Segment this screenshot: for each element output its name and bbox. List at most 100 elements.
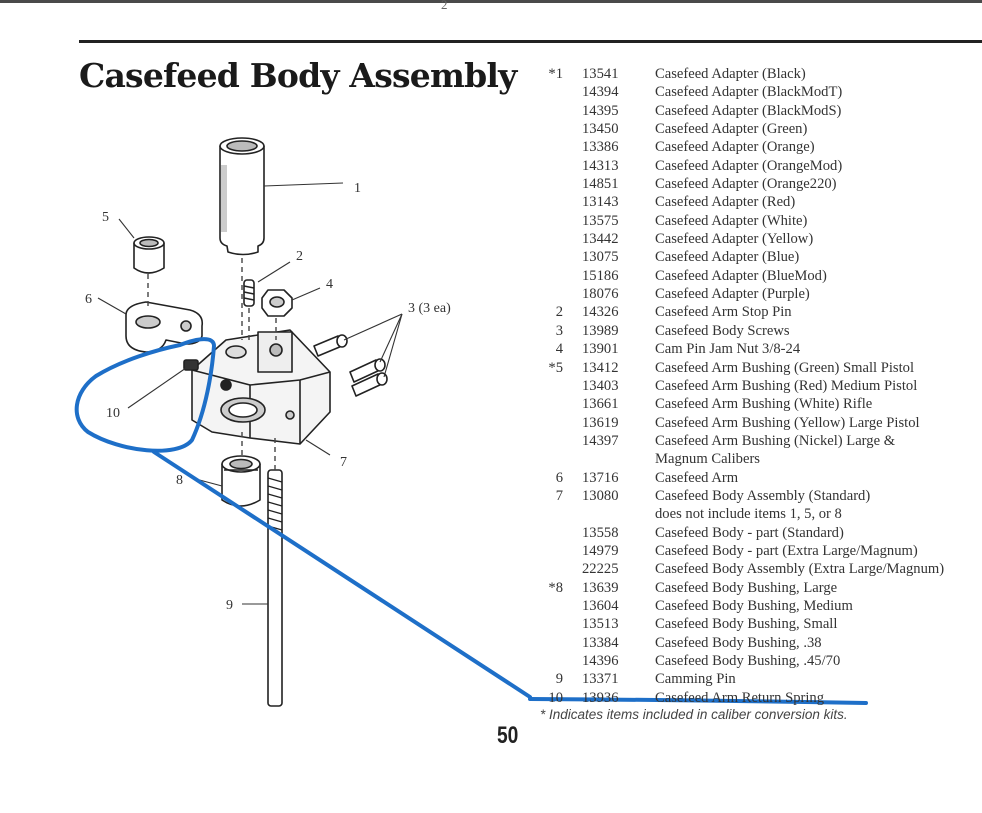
part-number: 13558 bbox=[582, 524, 619, 541]
part-description: Casefeed Arm Bushing (Nickel) Large & bbox=[655, 432, 896, 449]
part-number: 15186 bbox=[582, 267, 619, 284]
part-number: 13716 bbox=[582, 469, 619, 486]
part-number: 13075 bbox=[582, 249, 619, 266]
part-description: Casefeed Adapter (BlueMod) bbox=[655, 267, 827, 284]
casefeed-body-part bbox=[191, 329, 331, 445]
parts-list-row: 10 13936 Casefeed Arm Return Spring bbox=[530, 689, 982, 707]
part-number: 13143 bbox=[582, 194, 619, 211]
parts-list-row: 6 13716 Casefeed Arm bbox=[530, 469, 982, 487]
part-description: Casefeed Arm Bushing (Red) Medium Pistol bbox=[655, 377, 918, 394]
part-description: Casefeed Body - part (Standard) bbox=[655, 524, 844, 541]
item-number: 7 bbox=[555, 487, 563, 504]
callout-5: 5 bbox=[102, 210, 109, 225]
item-number: 6 bbox=[555, 469, 563, 486]
part-number: 13371 bbox=[582, 671, 619, 688]
part-number: 13619 bbox=[582, 414, 619, 431]
part-description: Casefeed Body Bushing, Small bbox=[655, 616, 838, 633]
parts-list-row: 7 13080 Casefeed Body Assembly (Standard) bbox=[530, 487, 982, 505]
camming-pin-part bbox=[267, 469, 283, 707]
part-number: 13936 bbox=[582, 689, 619, 706]
part-number: 13541 bbox=[582, 66, 619, 82]
callout-3: 3 (3 ea) bbox=[408, 301, 451, 316]
part-description: Casefeed Arm Bushing (Yellow) Large Pist… bbox=[655, 414, 920, 431]
parts-list-row: 13661 Casefeed Arm Bushing (White) Rifle bbox=[530, 395, 982, 413]
page-number: 50 bbox=[497, 722, 519, 749]
callout-9: 9 bbox=[226, 598, 233, 613]
callout-2: 2 bbox=[296, 249, 303, 264]
part-number: 13604 bbox=[582, 597, 619, 614]
jam-nut-part bbox=[261, 289, 293, 317]
callout-10: 10 bbox=[106, 406, 120, 421]
hand-drawn-annotation bbox=[74, 337, 868, 705]
part-number: 13661 bbox=[582, 396, 619, 413]
part-number: 18076 bbox=[582, 286, 619, 303]
callout-1: 1 bbox=[354, 181, 361, 196]
part-number: 13412 bbox=[582, 359, 619, 376]
arm-stop-pin-part bbox=[243, 279, 255, 307]
body-screws-part bbox=[313, 334, 388, 397]
part-description: Casefeed Adapter (Green) bbox=[655, 121, 808, 138]
part-number: 13442 bbox=[582, 231, 619, 248]
parts-list-row: 13513 Casefeed Body Bushing, Small bbox=[530, 615, 982, 633]
callout-4: 4 bbox=[326, 277, 333, 292]
parts-list-row: *1 13541 Casefeed Adapter (Black) bbox=[530, 65, 982, 83]
part-number: 13575 bbox=[582, 212, 619, 229]
header-rule bbox=[79, 40, 982, 43]
part-number: 14326 bbox=[582, 304, 619, 321]
part-number: 13080 bbox=[582, 487, 619, 504]
part-description: Magnum Calibers bbox=[655, 451, 760, 468]
part-number: 13989 bbox=[582, 322, 619, 339]
part-number: 14396 bbox=[582, 653, 619, 669]
part-number: 13386 bbox=[582, 139, 619, 156]
item-number: *1 bbox=[548, 66, 563, 82]
part-description: Casefeed Body Assembly (Standard) bbox=[655, 487, 871, 504]
part-number: 13513 bbox=[582, 616, 619, 633]
parts-list-row: 13450 Casefeed Adapter (Green) bbox=[530, 120, 982, 138]
part-number: 13639 bbox=[582, 579, 619, 596]
part-number: 14395 bbox=[582, 102, 619, 119]
part-description: Casefeed Arm Bushing (Green) Small Pisto… bbox=[655, 359, 915, 376]
part-description: Casefeed Adapter (Black) bbox=[655, 66, 806, 82]
callout-7: 7 bbox=[340, 455, 347, 470]
part-number: 14851 bbox=[582, 176, 619, 193]
top-border bbox=[0, 0, 982, 3]
part-description: Casefeed Adapter (Orange) bbox=[655, 139, 815, 156]
casefeed-arm-part bbox=[125, 301, 204, 353]
parts-list-row: 14395 Casefeed Adapter (BlackModS) bbox=[530, 102, 982, 120]
part-description: Casefeed Arm Return Spring bbox=[655, 689, 825, 706]
part-description: Casefeed Adapter (BlackModS) bbox=[655, 102, 842, 119]
part-number: 13450 bbox=[582, 121, 619, 138]
part-description: Casefeed Body Bushing, Large bbox=[655, 579, 838, 596]
part-description: Casefeed Adapter (Purple) bbox=[655, 286, 810, 303]
item-number: 3 bbox=[555, 322, 563, 339]
item-number: 10 bbox=[548, 689, 563, 706]
part-description: Casefeed Arm Stop Pin bbox=[655, 304, 792, 321]
body-bushing-part bbox=[221, 455, 261, 507]
part-description: Casefeed Arm bbox=[655, 469, 739, 486]
part-number: 22225 bbox=[582, 561, 619, 578]
parts-list-row: 18076 Casefeed Adapter (Purple) bbox=[530, 285, 982, 303]
item-number: 9 bbox=[555, 671, 563, 688]
arm-bushing-part bbox=[133, 236, 165, 274]
arm-return-spring-part bbox=[183, 359, 199, 371]
part-number: 13384 bbox=[582, 634, 619, 651]
part-description: Casefeed Arm Bushing (White) Rifle bbox=[655, 396, 873, 413]
